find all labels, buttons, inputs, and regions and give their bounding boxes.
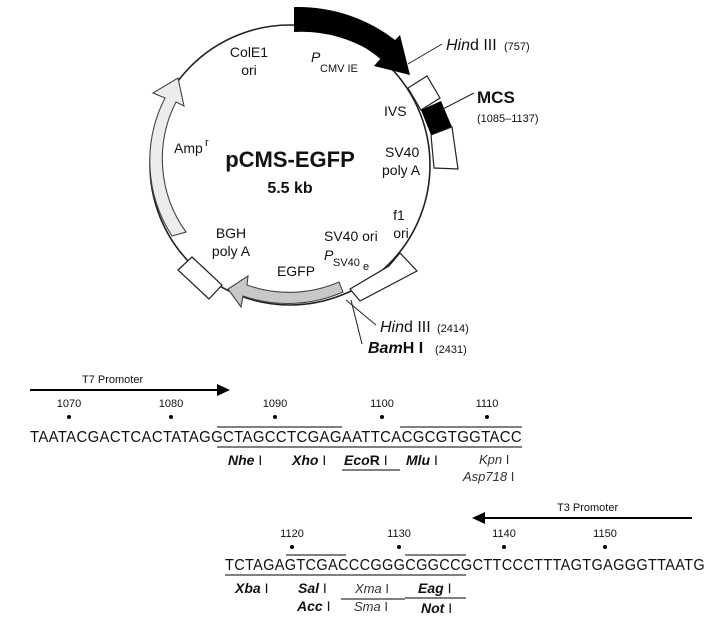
- hind757-leader: [407, 43, 443, 65]
- tick-label: 1110: [476, 398, 499, 410]
- enzyme-not1: Not I: [421, 600, 452, 616]
- plasmid-name: pCMS-EGFP: [225, 147, 355, 172]
- ivs-box: [407, 75, 441, 111]
- enzyme-kpn1: Kpn I: [479, 452, 509, 467]
- label-egfp: EGFP: [277, 263, 315, 279]
- egfp-arrow: [227, 274, 344, 309]
- site-hind3-757: Hind III (757): [446, 37, 530, 54]
- enzyme-xma1: Xma I: [354, 581, 389, 596]
- site-hind3-2414: Hind III (2414): [380, 319, 469, 336]
- dna-sequence-row2: TCTAGAGTCGACCCGGGCGGCCGCTTCCCTTTAGTGAGGG…: [225, 557, 705, 574]
- plasmid-size: 5.5 kb: [267, 180, 313, 197]
- hind2414-leader: [345, 299, 377, 326]
- tick-dot: [502, 545, 506, 549]
- svg-text:Hind III: Hind III: [380, 319, 431, 336]
- label-cole1: ColE1: [230, 44, 268, 60]
- pcmv-promoter-arrow: [294, 6, 410, 75]
- svg-text:P: P: [311, 49, 321, 65]
- label-cole1-ori: ori: [241, 62, 257, 78]
- label-ivs: IVS: [384, 103, 407, 119]
- plasmid-map: pCMS-EGFP 5.5 kb ColE1 ori P CMV IE IVS …: [149, 6, 539, 357]
- enzyme-asp718: Asp718 I: [462, 469, 514, 484]
- row2-ticks: 1120 1130 1140 1150: [280, 528, 617, 549]
- svg-text:Amp: Amp: [174, 140, 203, 156]
- tick-label: 1100: [370, 398, 394, 410]
- site-mcs-range: (1085–1137): [477, 113, 539, 125]
- tick-dot: [380, 415, 384, 419]
- svg-text:(757): (757): [504, 41, 530, 53]
- label-f1-ori: ori: [393, 225, 409, 241]
- label-sv40-polya: poly A: [382, 162, 421, 178]
- label-sv40-ori: SV40 ori: [324, 228, 378, 244]
- svg-text:Hind III: Hind III: [446, 37, 497, 54]
- tick-label: 1090: [263, 398, 287, 410]
- label-bgh-polya: poly A: [212, 243, 251, 259]
- t3-promoter-arrowhead: [472, 512, 485, 524]
- label-ampr: Amp r: [174, 137, 209, 156]
- f1-ori-box: [349, 252, 418, 302]
- site-bamh1-2431: BamH I (2431): [368, 340, 467, 357]
- t7-promoter-label: T7 Promoter: [82, 374, 143, 386]
- t3-promoter-label: T3 Promoter: [557, 502, 618, 514]
- enzyme-eag1: Eag I: [418, 580, 451, 596]
- enzyme-xba1: Xba I: [234, 580, 268, 596]
- tick-label: 1140: [492, 528, 516, 540]
- site-mcs: MCS: [477, 88, 515, 107]
- svg-text:SV40: SV40: [333, 257, 360, 269]
- mcs-leader: [440, 92, 475, 111]
- sequence-row-2: T3 Promoter 1120 1130 1140 1150 TCTAGAGT…: [225, 502, 705, 616]
- tick-dot: [169, 415, 173, 419]
- tick-dot: [397, 545, 401, 549]
- label-sv40: SV40: [385, 144, 419, 160]
- ampr-arrow: [149, 77, 187, 237]
- tick-dot: [67, 415, 71, 419]
- enzyme-xho1: Xho I: [291, 452, 326, 468]
- svg-text:P: P: [324, 247, 334, 263]
- label-f1: f1: [393, 207, 405, 223]
- enzyme-acc1: Acc I: [296, 598, 330, 614]
- dna-sequence-row1: TAATACGACTCACTATAGGCTAGCCTCGAGAATTCACGCG…: [30, 429, 522, 446]
- svg-text:(2431): (2431): [435, 344, 467, 356]
- sequence-row-1: T7 Promoter 1070 1080 1090 1100 1110 TAA…: [30, 374, 522, 484]
- svg-text:e: e: [363, 261, 369, 273]
- enzyme-sma1: Sma I: [354, 599, 388, 614]
- tick-dot: [603, 545, 607, 549]
- bgh-polya-box: [177, 256, 223, 300]
- label-bgh: BGH: [216, 225, 246, 241]
- tick-label: 1080: [159, 398, 183, 410]
- tick-dot: [485, 415, 489, 419]
- sv40-polya-box: [430, 126, 459, 170]
- row1-site-underlines: [217, 426, 522, 471]
- enzyme-sal1: Sal I: [298, 580, 327, 596]
- svg-text:(2414): (2414): [437, 323, 469, 335]
- svg-text:BamH I: BamH I: [368, 340, 423, 357]
- enzyme-mlu1: Mlu I: [406, 452, 438, 468]
- tick-dot: [273, 415, 277, 419]
- t7-promoter-arrowhead: [217, 384, 230, 396]
- enzyme-ecor1: EcoR I: [344, 452, 388, 468]
- tick-dot: [290, 545, 294, 549]
- enzyme-nhe1: Nhe I: [228, 452, 262, 468]
- row1-ticks: 1070 1080 1090 1100 1110: [57, 398, 499, 419]
- tick-label: 1120: [280, 528, 304, 540]
- svg-text:CMV IE: CMV IE: [320, 63, 358, 75]
- tick-label: 1130: [387, 528, 411, 540]
- bamh-leader: [350, 299, 363, 345]
- svg-text:r: r: [205, 137, 209, 149]
- label-pcmv: P CMV IE: [311, 49, 358, 75]
- label-psv40: P SV40 e: [324, 247, 369, 273]
- mcs-box: [421, 101, 452, 135]
- tick-label: 1150: [593, 528, 617, 540]
- tick-label: 1070: [57, 398, 81, 410]
- row2-site-underlines: [225, 554, 466, 600]
